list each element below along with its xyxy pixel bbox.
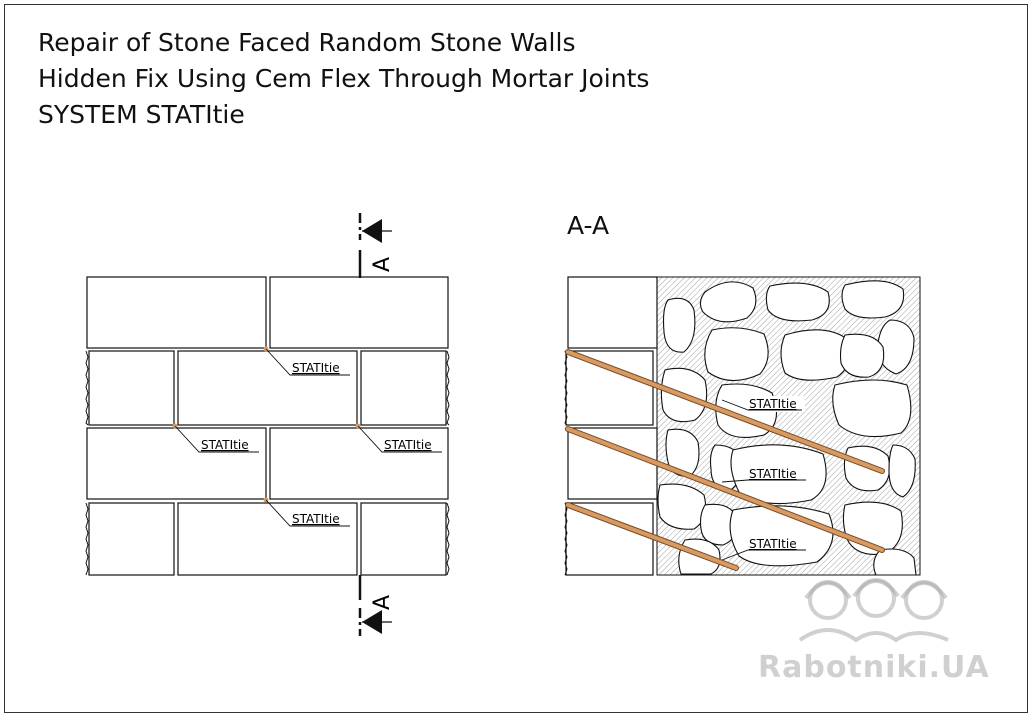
section-view: STATItie STATItie STATItie (564, 276, 921, 576)
rubble-stone (662, 297, 696, 353)
stone-block (269, 427, 449, 500)
tie-label: STATItie (749, 537, 797, 551)
section-cut-bottom: A (358, 575, 395, 636)
section-arrow-icon (362, 610, 382, 634)
tie-label: STATItie (292, 512, 340, 526)
ties (565, 349, 885, 571)
rubble-stone (657, 483, 707, 530)
watermark-text: Rabotniki.UA (758, 650, 990, 685)
tie-label: STATItie (749, 397, 797, 411)
title-line-2: Hidden Fix Using Cem Flex Through Mortar… (38, 64, 650, 93)
title-line-1: Repair of Stone Faced Random Stone Walls (38, 28, 576, 57)
stone-block (360, 502, 447, 576)
stone-block (360, 350, 447, 426)
stone-block (269, 276, 449, 349)
stone-block (86, 276, 267, 349)
section-label: A-A (567, 211, 610, 240)
rubble-stone (832, 379, 912, 438)
rubble-stone (873, 548, 917, 576)
sheet-border (4, 4, 1028, 713)
facing-stone (567, 427, 658, 500)
rubble-stone (699, 281, 757, 323)
tie-label: STATItie (201, 438, 249, 452)
tie-label: STATItie (749, 467, 797, 481)
facing-stone (565, 502, 654, 576)
facing-stone (567, 276, 658, 349)
leader-lines (174, 348, 442, 527)
facing-stone (565, 350, 654, 426)
label-backgrounds (746, 396, 806, 552)
tie-rod (566, 427, 884, 552)
facing-stones (565, 276, 658, 576)
stone-block (177, 350, 358, 426)
tie-label: STATItie (292, 361, 340, 375)
cut-label: A (370, 257, 395, 272)
section-arrow-icon (362, 219, 382, 243)
leader-lines (721, 399, 806, 561)
watermark-logo-icon (798, 578, 949, 643)
stone-block (88, 350, 175, 426)
rubble-stone (729, 505, 834, 567)
rubble-stone (699, 503, 738, 546)
rubble-stone (841, 280, 905, 319)
section-cut-top: A (358, 213, 395, 278)
break-lines (85, 350, 450, 576)
front-elevation (86, 276, 449, 576)
rubble-stone (704, 327, 769, 382)
tie-rod (566, 350, 884, 473)
rubble-stone (780, 329, 850, 381)
tie-label: STATItie (384, 438, 432, 452)
rubble-stone (888, 444, 916, 498)
rubble-stone (765, 282, 830, 322)
stone-block (86, 427, 267, 500)
title-line-3: SYSTEM STATItie (38, 100, 245, 129)
stone-block (177, 502, 358, 576)
rubble-stone (839, 333, 885, 378)
stone-block (88, 502, 175, 576)
break-lines (564, 350, 568, 576)
rubble-stone (877, 319, 915, 375)
tie-rod (566, 503, 738, 570)
cut-label: A (370, 595, 395, 610)
